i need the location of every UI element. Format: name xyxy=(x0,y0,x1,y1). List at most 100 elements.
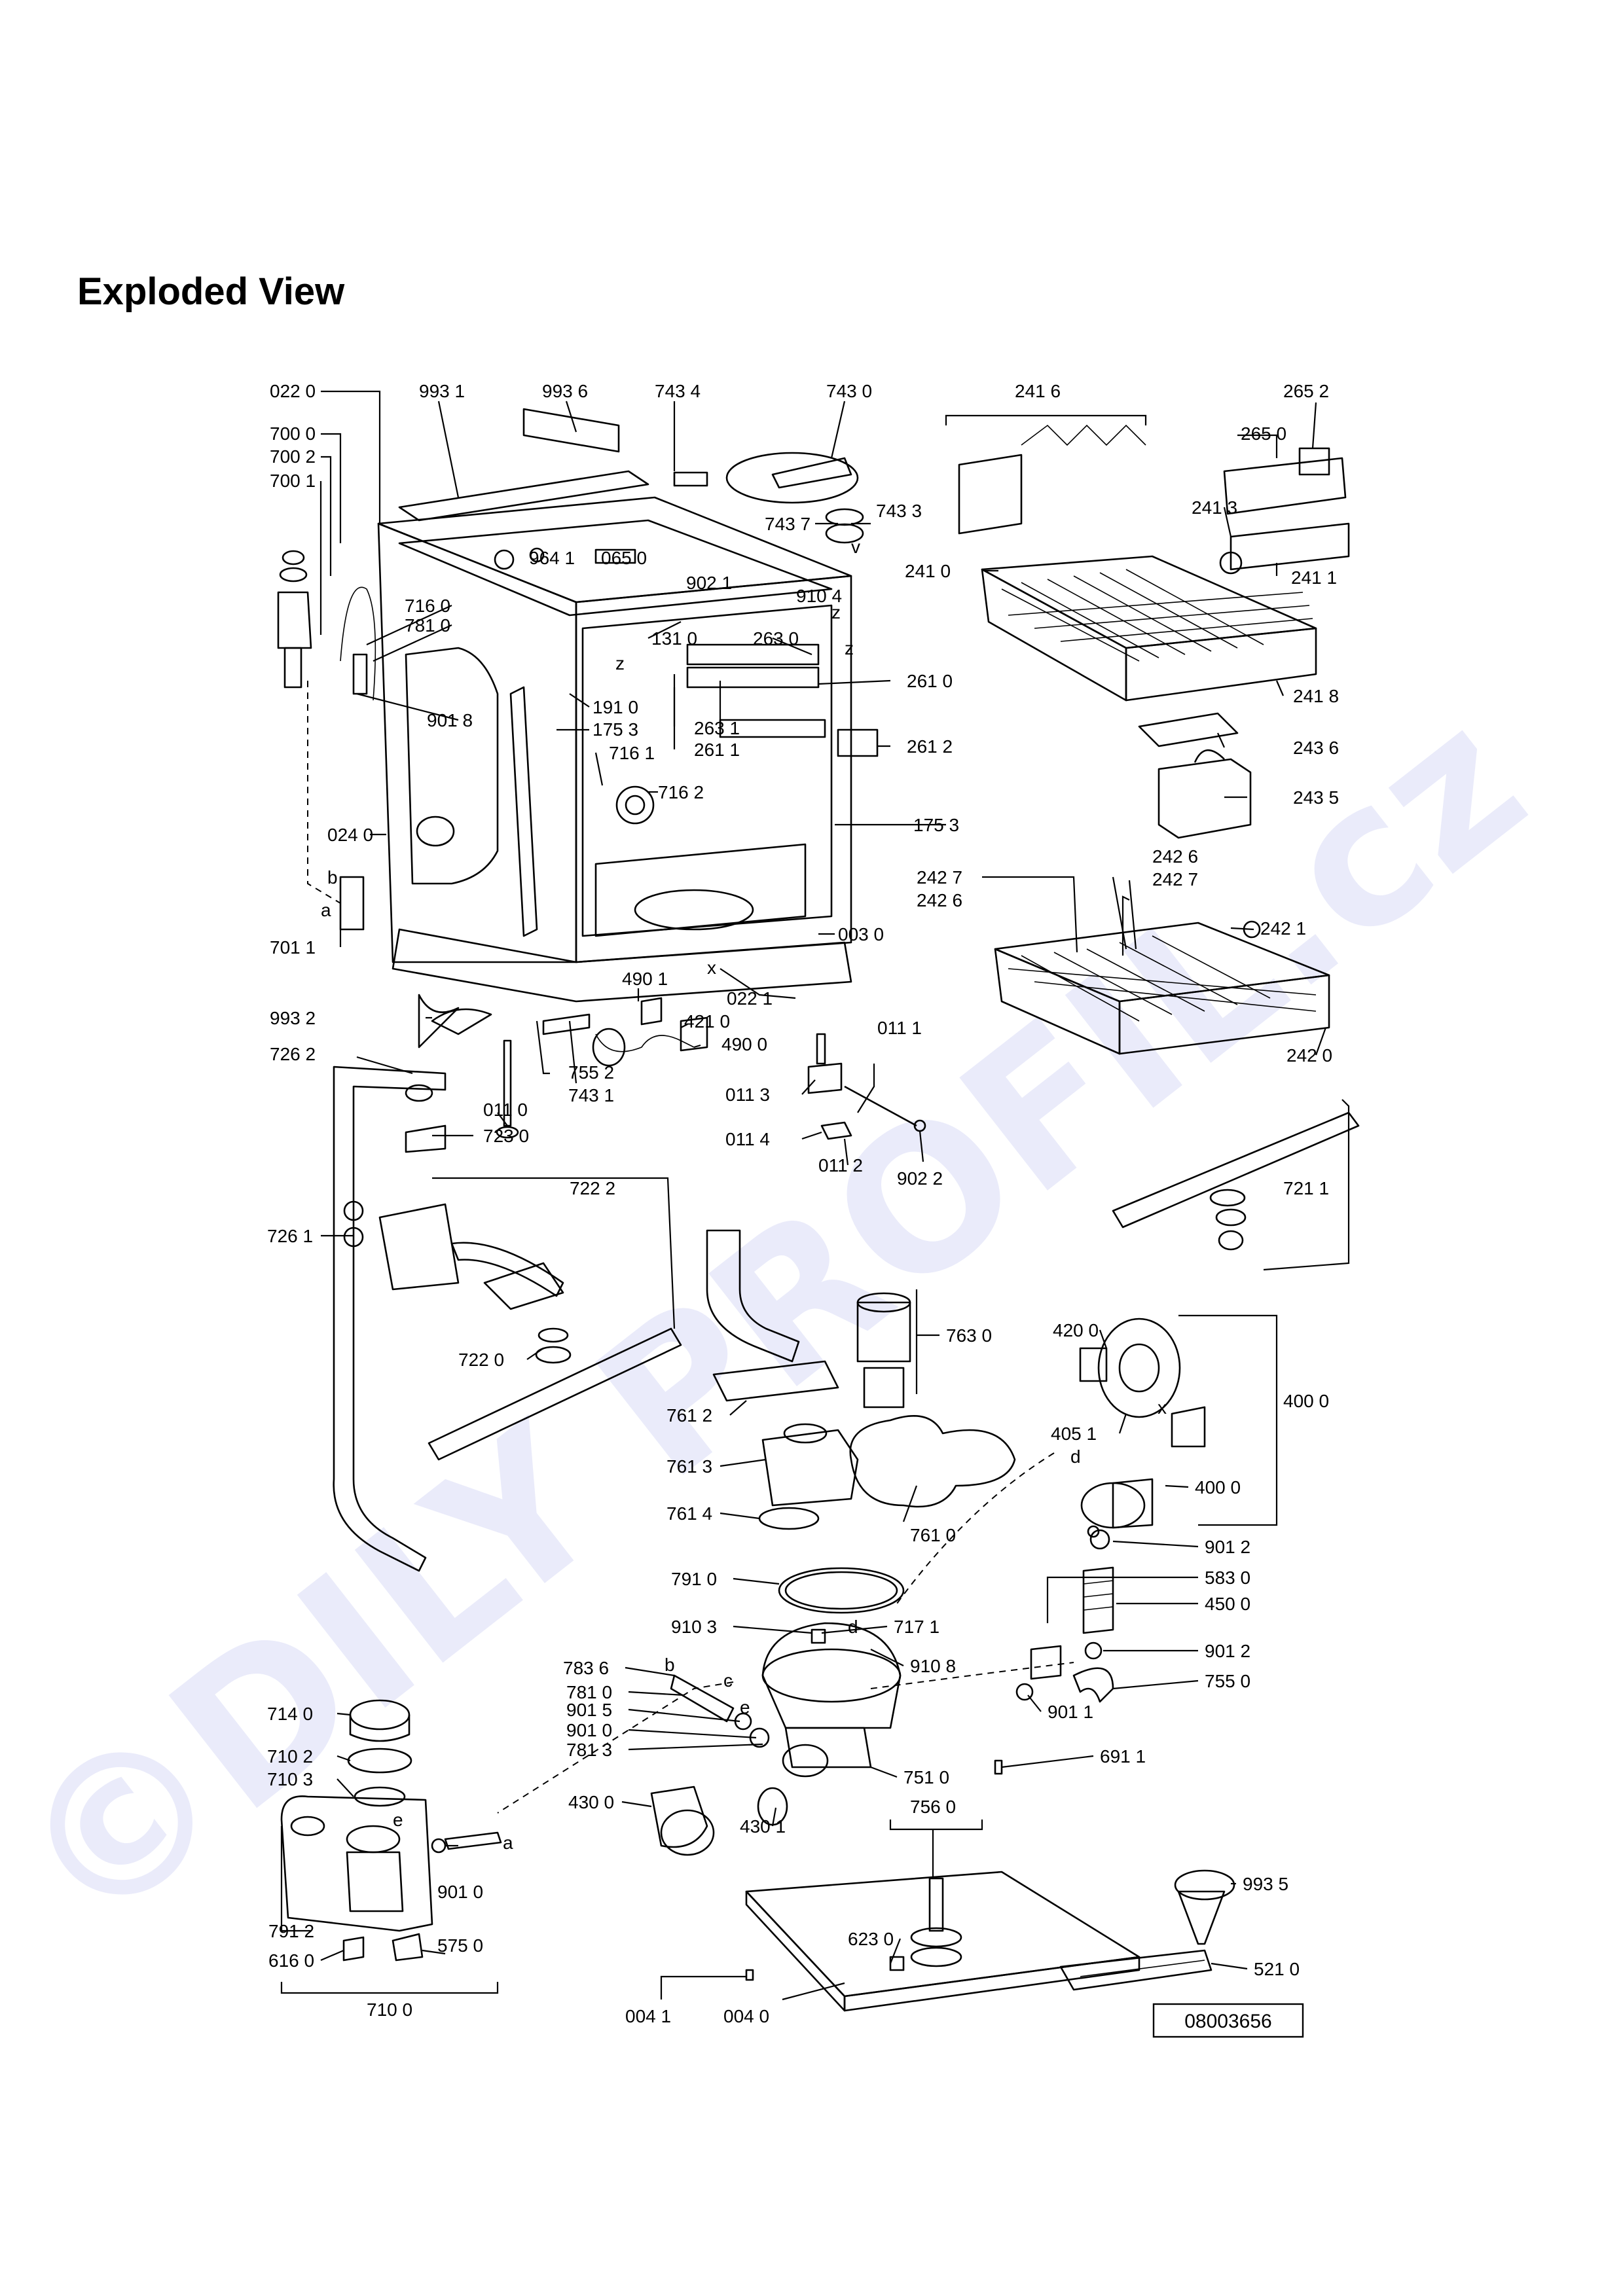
part-label: 901 8 xyxy=(427,710,473,730)
upper-rack xyxy=(958,424,1350,839)
water-inlet-parts xyxy=(277,550,460,1049)
part-label: 726 1 xyxy=(267,1226,313,1246)
part-label: 993 5 xyxy=(1243,1874,1288,1894)
upper-spray-arm xyxy=(1112,1111,1360,1251)
feed-tube xyxy=(333,1066,460,1572)
part-label: 993 1 xyxy=(419,381,465,401)
part-label: 755 2 xyxy=(568,1062,614,1083)
part-label: 726 2 xyxy=(270,1044,316,1064)
part-label: 131 0 xyxy=(651,628,697,649)
document-number: 08003656 xyxy=(1184,2011,1271,2032)
part-label: 710 0 xyxy=(367,2000,412,2020)
part-label: 242 0 xyxy=(1286,1045,1332,1066)
part-label: 011 3 xyxy=(725,1085,770,1105)
part-label: 791 2 xyxy=(268,1921,314,1941)
part-label: 265 2 xyxy=(1283,381,1329,401)
point-letter: b xyxy=(665,1655,675,1675)
part-label: 265 0 xyxy=(1241,423,1286,444)
filter-parts xyxy=(706,1229,1016,1530)
part-label: 242 6 xyxy=(1152,846,1198,867)
part-label: 700 1 xyxy=(270,471,316,491)
point-letter: x xyxy=(707,958,716,978)
part-label: 022 1 xyxy=(727,988,773,1009)
point-letter: x xyxy=(1158,1397,1167,1418)
part-label: 241 1 xyxy=(1291,567,1337,588)
lower-rack xyxy=(994,920,1330,1055)
part-label: 011 1 xyxy=(877,1018,922,1038)
part-label: 575 0 xyxy=(437,1935,483,1956)
part-label: 175 3 xyxy=(913,815,959,835)
part-label: 004 0 xyxy=(723,2006,769,2026)
part-label: 263 0 xyxy=(753,628,799,649)
base-plate xyxy=(745,1869,1235,2012)
point-letter: z xyxy=(845,638,854,658)
part-label: 781 0 xyxy=(405,615,450,636)
page-title: Exploded View xyxy=(77,270,345,313)
part-label: 241 8 xyxy=(1293,686,1339,706)
part-label: 011 2 xyxy=(818,1155,863,1175)
misc-parts xyxy=(431,997,926,1140)
part-label: 242 1 xyxy=(1260,918,1306,939)
part-label: 723 0 xyxy=(483,1126,529,1146)
part-label: 242 7 xyxy=(917,867,962,888)
part-label: 716 0 xyxy=(405,596,450,616)
circulation-pump xyxy=(1079,1318,1206,1538)
tub-cabinet xyxy=(377,496,879,1003)
part-label: 241 0 xyxy=(905,561,951,581)
part-label: 623 0 xyxy=(848,1929,894,1949)
part-label: 405 1 xyxy=(1051,1424,1097,1444)
part-label: 003 0 xyxy=(838,924,884,944)
part-label: 721 1 xyxy=(1283,1178,1329,1198)
part-label: 743 4 xyxy=(655,381,701,401)
top-sheets xyxy=(398,408,864,544)
part-label: 583 0 xyxy=(1205,1568,1250,1588)
part-label: 910 3 xyxy=(671,1617,717,1637)
part-label: 243 6 xyxy=(1293,738,1339,758)
part-label: 910 4 xyxy=(796,586,842,606)
part-label: 521 0 xyxy=(1254,1959,1300,1979)
part-label: 763 0 xyxy=(946,1325,992,1346)
part-label: 022 0 xyxy=(270,381,316,401)
part-label: 263 1 xyxy=(694,718,740,738)
part-label: 910 8 xyxy=(910,1656,956,1676)
part-label: 761 0 xyxy=(910,1525,956,1545)
part-label: 616 0 xyxy=(268,1950,314,1971)
part-label: 004 1 xyxy=(625,2006,671,2026)
part-label: 700 0 xyxy=(270,423,316,444)
point-letter: z xyxy=(615,653,625,673)
part-label: 450 0 xyxy=(1205,1594,1250,1614)
part-label: 755 0 xyxy=(1205,1671,1250,1691)
part-label: 722 2 xyxy=(570,1178,615,1198)
part-label: 761 2 xyxy=(666,1405,712,1426)
part-label: 261 1 xyxy=(694,740,740,760)
part-label: 743 1 xyxy=(568,1085,614,1105)
point-letters: z z z x b a v x d d b c e a e xyxy=(321,537,1167,1853)
point-letter: e xyxy=(740,1697,750,1717)
part-label: 243 5 xyxy=(1293,787,1339,808)
part-label: 400 0 xyxy=(1283,1391,1329,1411)
drawing-linework xyxy=(277,408,1360,2012)
part-label: 761 4 xyxy=(666,1503,712,1524)
part-label: 261 2 xyxy=(907,736,953,757)
part-label: 700 2 xyxy=(270,446,316,467)
sump xyxy=(670,1567,905,1826)
part-label: 964 1 xyxy=(529,548,575,568)
point-letter: d xyxy=(848,1617,858,1637)
leader-lines xyxy=(280,390,1350,2001)
part-label: 714 0 xyxy=(267,1704,313,1724)
part-label: 743 0 xyxy=(826,381,872,401)
part-label: 791 0 xyxy=(671,1569,717,1589)
part-label: 902 1 xyxy=(686,573,732,593)
part-label: 783 6 xyxy=(563,1658,609,1678)
part-label: 175 3 xyxy=(593,719,638,740)
part-label: 743 3 xyxy=(876,501,922,521)
part-label: 781 0 xyxy=(566,1682,612,1702)
part-label: 716 1 xyxy=(609,743,655,763)
point-letter: z xyxy=(831,602,841,622)
part-label: 722 0 xyxy=(458,1350,504,1370)
part-label: 191 0 xyxy=(593,697,638,717)
part-label: 420 0 xyxy=(1053,1320,1099,1340)
part-label: 901 2 xyxy=(1205,1537,1250,1557)
part-label: 261 0 xyxy=(907,671,953,691)
